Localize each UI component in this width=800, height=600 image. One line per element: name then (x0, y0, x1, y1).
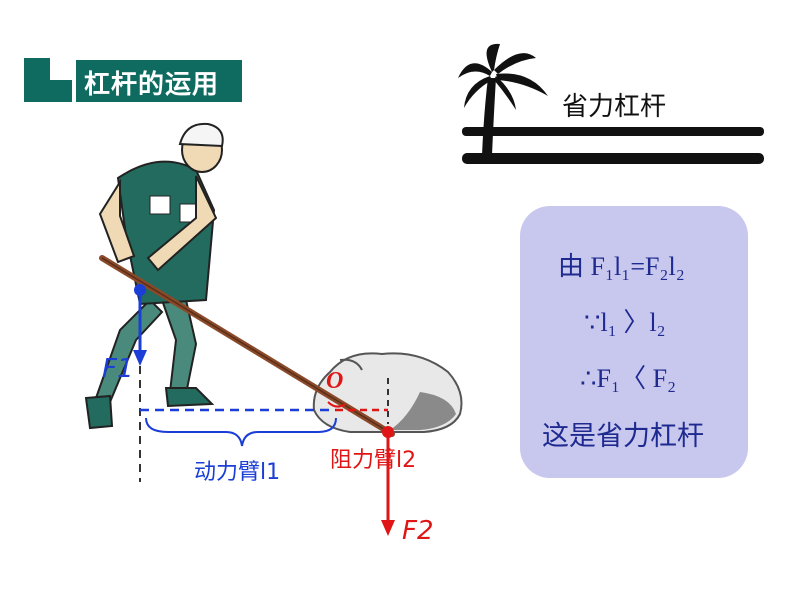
palm-tree-icon (458, 43, 764, 164)
conclusion-line: ∴F₁〈 F₂ (580, 364, 677, 393)
arm1-label: 动力臂l1 (194, 460, 281, 485)
formula-box: 由 F₁l₁=F₂l₂ ∵l₁ 〉l₂ ∴F₁〈 F₂ 这是省力杠杆 (520, 206, 748, 478)
emblem-label: 省力杠杆 (562, 92, 667, 122)
formula-line: 由 F₁l₁=F₂l₂ (558, 252, 685, 281)
pivot-label: O (326, 368, 344, 394)
worker-figure (84, 122, 224, 430)
f2-label: F2 (402, 516, 434, 546)
f1-label: F1 (102, 354, 134, 384)
header-square-icon (24, 58, 72, 102)
page-title: 杠杆的运用 (84, 70, 220, 100)
header-bar (76, 60, 242, 102)
condition-line: ∵l₁ 〉l₂ (584, 308, 666, 337)
arm1-brace (145, 417, 337, 447)
summary-line: 这是省力杠杆 (542, 421, 704, 452)
arm2-label: 阻力臂l2 (330, 448, 417, 473)
